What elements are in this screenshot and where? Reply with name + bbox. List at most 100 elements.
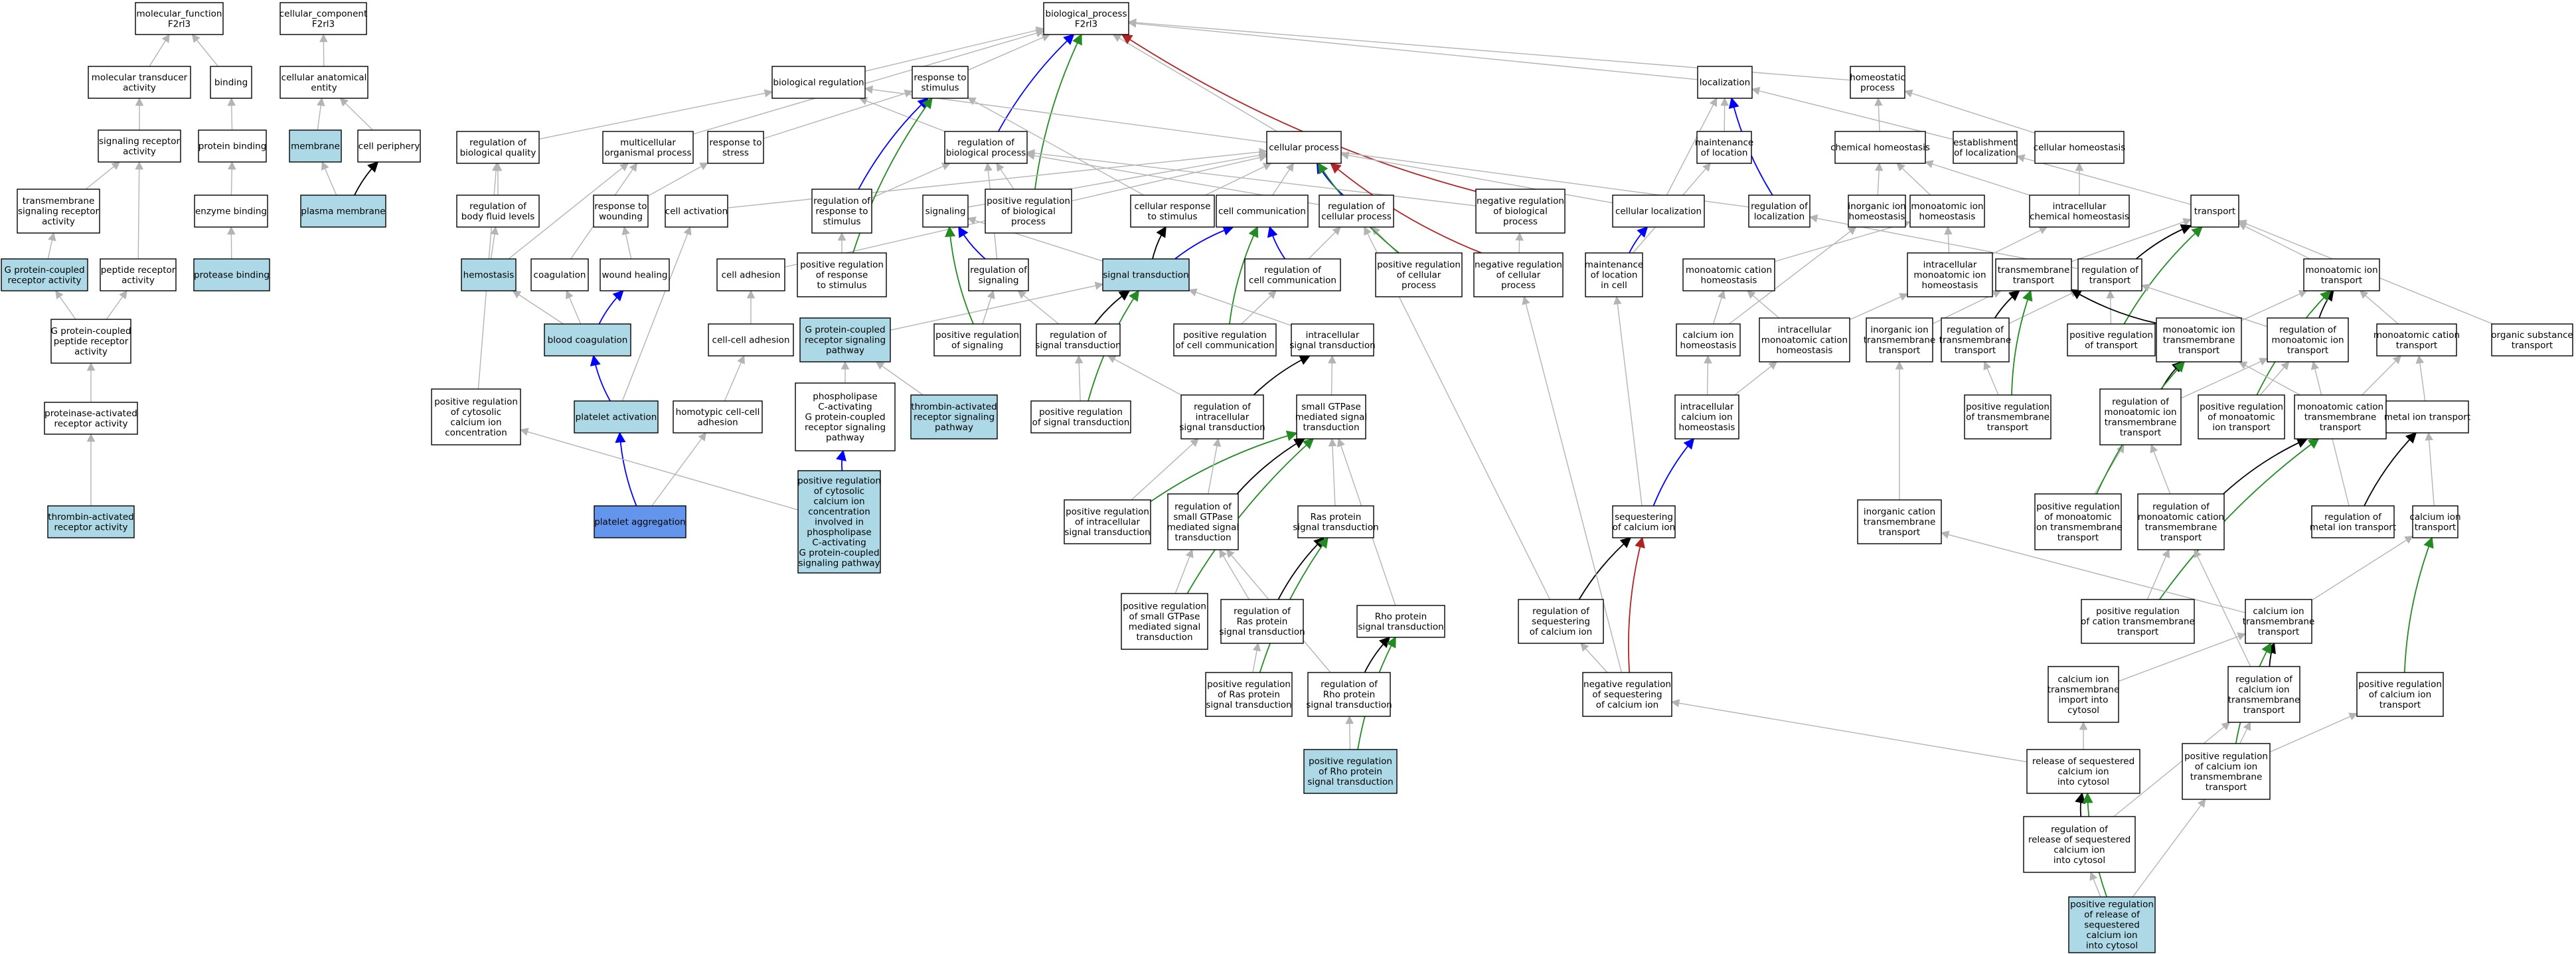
go-term-node-loc[interactable]: localization [1697, 66, 1753, 99]
go-term-node-cp[interactable]: cell periphery [357, 129, 421, 163]
go-term-node-chemh[interactable]: chemical homeostasis [1830, 131, 1930, 164]
go-term-node-cadh[interactable]: cell adhesion [716, 258, 785, 291]
go-term-node-cloc[interactable]: cellular localization [1612, 195, 1705, 228]
go-term-node-mit[interactable]: metal ion transport [2384, 400, 2470, 434]
go-term-node-ccomm[interactable]: cell communication [1216, 195, 1309, 228]
go-term-node-cca[interactable]: cell-cell adhesion [708, 323, 794, 357]
go-term-node-coag[interactable]: coagulation [530, 258, 589, 291]
go-term-node-wh[interactable]: wound healing [600, 258, 670, 291]
go-term-node-cact[interactable]: cell activation [665, 195, 728, 228]
go-term-node-cellp[interactable]: cellular process [1266, 131, 1342, 164]
go-term-node-pact[interactable]: platelet activation [574, 400, 659, 434]
go-term-node-sig[interactable]: signaling [922, 195, 969, 228]
go-term-node-protb[interactable]: protease binding [193, 258, 270, 291]
go-term-node-pb[interactable]: protein binding [198, 129, 267, 163]
go-term-node-hemo[interactable]: hemostasis [461, 258, 517, 291]
go-term-node-eb[interactable]: enzyme binding [194, 195, 268, 228]
go-term-node-cellh[interactable]: cellular homeostasis [2034, 131, 2126, 164]
go-term-node-breg[interactable]: biological regulation [771, 66, 866, 99]
